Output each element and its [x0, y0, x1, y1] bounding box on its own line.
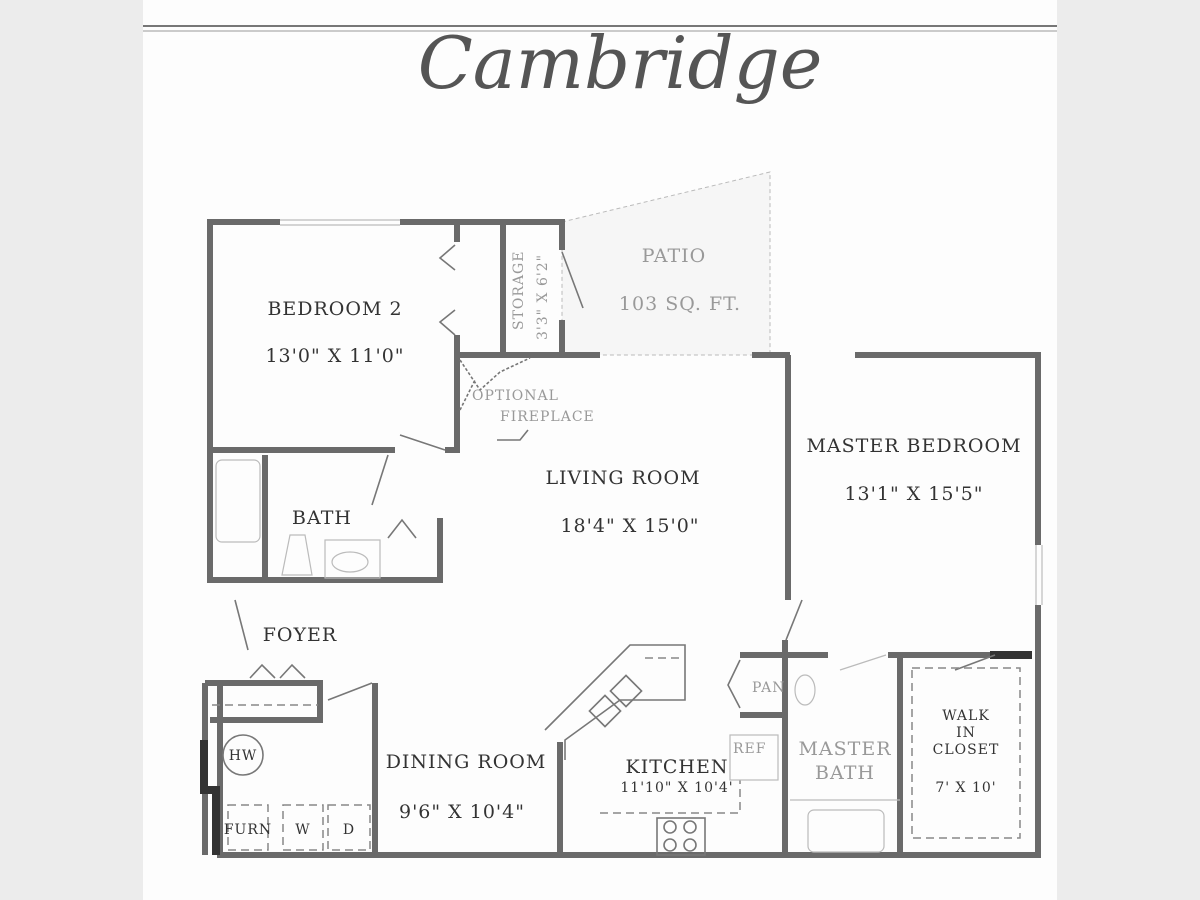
- storage-label: STORAGE: [511, 251, 527, 330]
- closet-label-1: WALK: [942, 708, 990, 724]
- living-size: 18'4" X 15'0": [560, 515, 699, 537]
- master-bath-label-2: BATH: [815, 762, 875, 784]
- master-bath-label-1: MASTER: [798, 738, 891, 760]
- washer-label: W: [295, 822, 310, 838]
- bedroom2-size: 13'0" X 11'0": [265, 345, 404, 367]
- dining-label: DINING ROOM: [386, 751, 547, 773]
- pantry-label: PAN: [752, 680, 786, 696]
- fireplace-label-2: FIREPLACE: [500, 409, 595, 425]
- walls: [200, 219, 1043, 858]
- master-size: 13'1" X 15'5": [844, 483, 983, 505]
- closet-size: 7' X 10': [935, 780, 996, 796]
- fixtures: [212, 244, 1021, 856]
- kitchen-label: KITCHEN: [626, 756, 729, 778]
- dryer-label: D: [343, 822, 355, 838]
- closet-label-2: IN: [956, 725, 976, 741]
- patio-area: [561, 171, 771, 356]
- furnace-label: FURN: [224, 822, 272, 838]
- fireplace-label-1: OPTIONAL: [472, 388, 559, 404]
- patio-size: 103 SQ. FT.: [619, 293, 741, 315]
- water-heater-label: HW: [229, 748, 258, 764]
- dining-size: 9'6" X 10'4": [399, 801, 525, 823]
- ref-label: REF: [733, 741, 766, 757]
- patio-label: PATIO: [642, 245, 706, 267]
- bath-label: BATH: [292, 507, 352, 529]
- bedroom2-label: BEDROOM 2: [267, 298, 402, 320]
- plan-title: Cambridge: [418, 21, 823, 105]
- master-label: MASTER BEDROOM: [806, 435, 1021, 457]
- storage-size: 3'3" X 6'2": [535, 254, 551, 340]
- kitchen-size: 11'10" X 10'4': [620, 780, 733, 796]
- closet-label-3: CLOSET: [933, 742, 1000, 758]
- living-label: LIVING ROOM: [545, 467, 700, 489]
- foyer-label: FOYER: [263, 624, 337, 646]
- header-rule: [143, 25, 1057, 32]
